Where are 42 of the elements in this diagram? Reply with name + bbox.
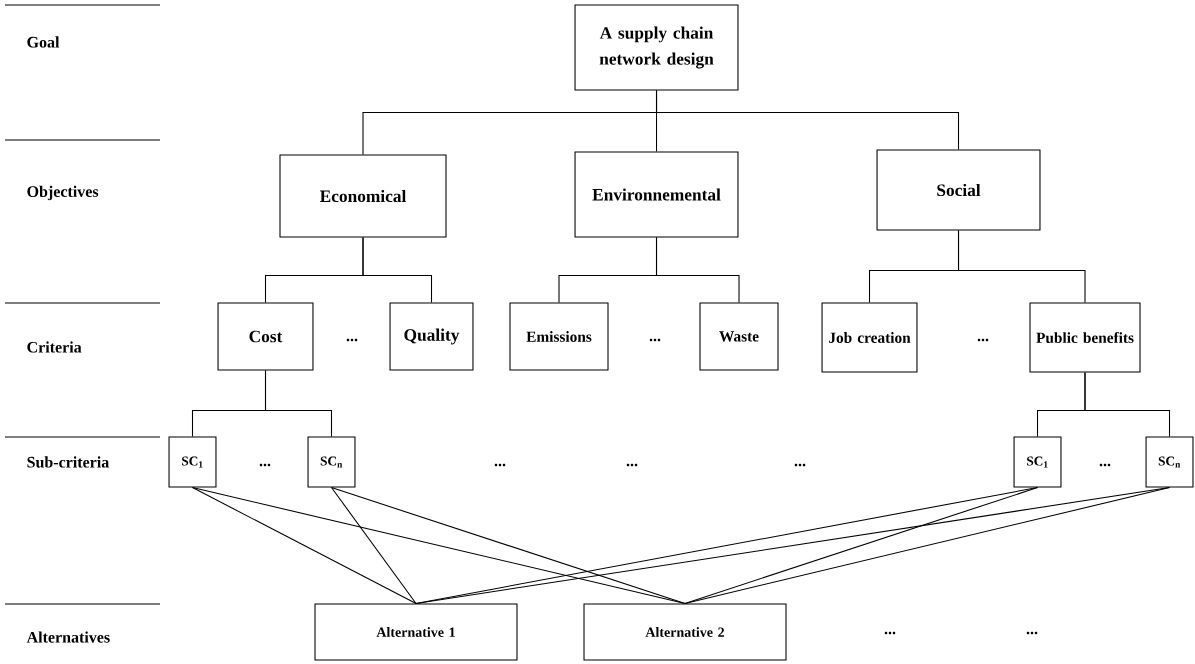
- connector-line: [655, 90, 960, 150]
- criterion-box: Job creation: [821, 302, 918, 373]
- connector-line: [330, 487, 417, 604]
- ellipsis: ...: [494, 463, 506, 467]
- objective-box: Environnemental: [574, 151, 739, 238]
- criterion-box: Cost: [217, 302, 314, 371]
- criterion-box: Quality: [389, 302, 474, 371]
- subcriterion-box: SC$_{n}$: [307, 436, 356, 488]
- criterion-box: Waste: [699, 302, 779, 371]
- ellipsis: ...: [649, 338, 661, 342]
- ellipsis: ...: [1026, 631, 1038, 635]
- ellipsis: ...: [259, 463, 271, 467]
- ellipsis: ...: [346, 338, 358, 342]
- ellipsis: ...: [794, 463, 806, 467]
- row-label: Goal: [27, 36, 60, 48]
- row-label: Criteria: [27, 341, 82, 353]
- goal-box: A supply chain network design: [574, 4, 739, 91]
- row-label: Objectives: [27, 185, 99, 201]
- alternative-box: Alternative 1: [314, 603, 518, 661]
- row-label: Alternatives: [26, 631, 110, 643]
- alternative-box: Alternative 2: [583, 603, 787, 661]
- ellipsis: ...: [626, 463, 638, 467]
- subcriterion-box: SC$_{1}$: [168, 436, 217, 488]
- subcriterion-box: SC$_{n}$: [1145, 436, 1194, 488]
- connector-line: [191, 487, 417, 604]
- connector-line: [330, 487, 686, 604]
- criterion-box: Public benefits: [1029, 302, 1141, 373]
- ellipsis: ...: [884, 631, 896, 635]
- objective-box: Economical: [279, 154, 447, 238]
- row-label: Sub-criteria: [27, 456, 109, 468]
- connector-line: [655, 237, 740, 304]
- criterion-box: Emissions: [509, 302, 609, 371]
- connector-line: [957, 230, 1086, 303]
- objective-box: Social: [876, 149, 1041, 231]
- ellipsis: ...: [977, 338, 989, 342]
- ellipsis: ...: [1099, 463, 1111, 467]
- connector-line: [264, 369, 333, 437]
- connector-line: [684, 487, 1171, 604]
- subcriterion-box: SC$_{1}$: [1013, 436, 1062, 488]
- connector-line: [191, 487, 686, 604]
- connector-line: [1084, 372, 1171, 437]
- connector-line: [362, 237, 433, 304]
